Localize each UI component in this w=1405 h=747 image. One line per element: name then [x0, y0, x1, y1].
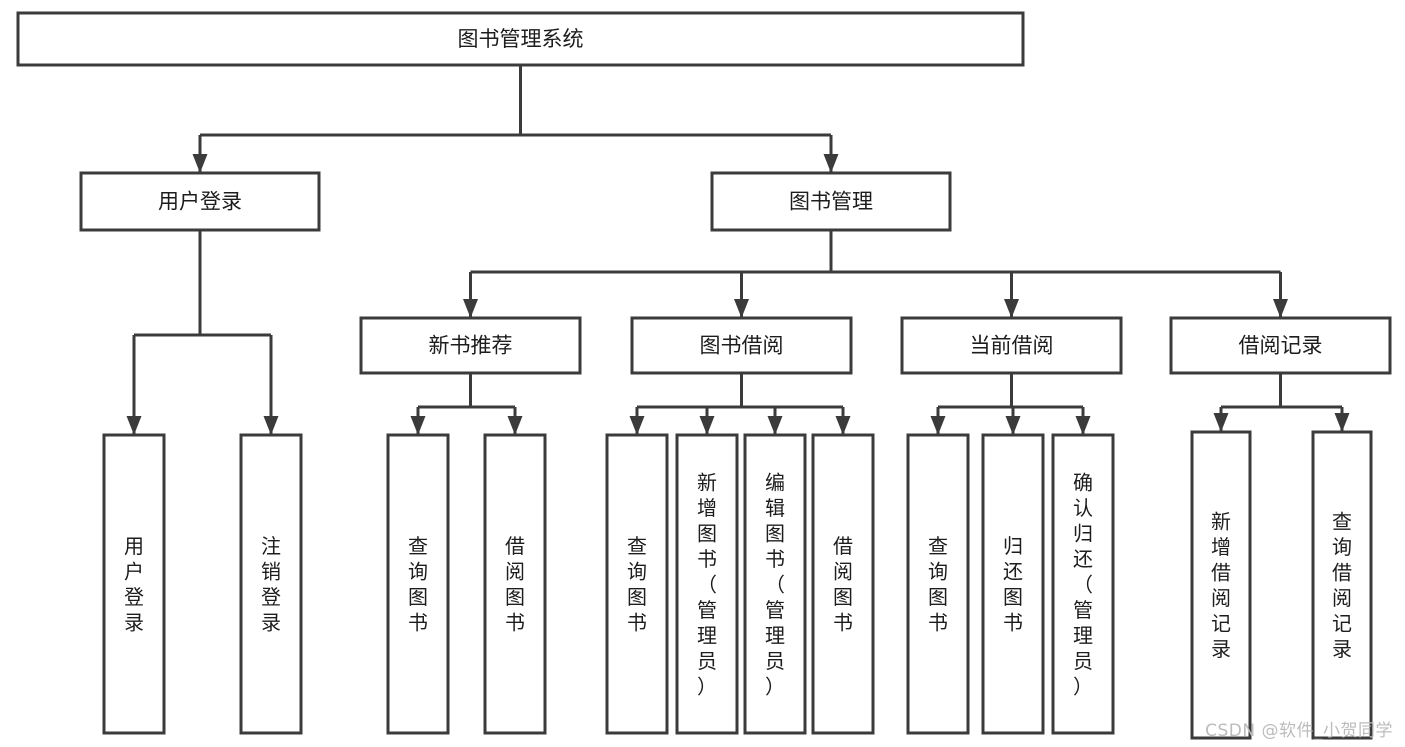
- arrow-head-icon: [1213, 413, 1229, 432]
- node-box: [16, 11, 1025, 67]
- node-query-borrow-record[interactable]: 查询借阅记录: [1311, 430, 1373, 740]
- node-box: [710, 171, 952, 232]
- node-label: 借阅图书: [505, 534, 525, 635]
- arrow-head-icon: [734, 299, 749, 318]
- node-book-management[interactable]: 图书管理: [710, 171, 952, 232]
- node-confirm-return-admin[interactable]: 确认归还（管理员）: [1051, 433, 1115, 735]
- node-box: [386, 433, 450, 735]
- node-box: [239, 433, 303, 735]
- node-label: 查询借阅记录: [1332, 510, 1352, 662]
- node-add-book-admin[interactable]: 新增图书（管理员）: [675, 433, 739, 735]
- arrow-head-icon: [1004, 299, 1019, 318]
- node-user-login-leaf[interactable]: 用户登录: [102, 433, 166, 735]
- node-box: [811, 433, 875, 735]
- node-root[interactable]: 图书管理系统: [16, 11, 1025, 67]
- node-label: 图书管理: [789, 190, 873, 214]
- node-query-book-1[interactable]: 查询图书: [386, 433, 450, 735]
- node-box: [605, 433, 669, 735]
- node-label: 查询图书: [627, 534, 647, 635]
- node-box: [359, 316, 582, 375]
- node-label: 新增借阅记录: [1211, 510, 1231, 662]
- node-box: [630, 316, 853, 375]
- node-add-borrow-record[interactable]: 新增借阅记录: [1190, 430, 1252, 740]
- arrow-head-icon: [930, 416, 946, 435]
- node-user-logout-leaf[interactable]: 注销登录: [239, 433, 303, 735]
- node-book-borrow[interactable]: 图书借阅: [630, 316, 853, 375]
- node-current-borrow[interactable]: 当前借阅: [900, 316, 1123, 375]
- node-label: 图书借阅: [700, 334, 784, 358]
- arrow-head-icon: [463, 299, 478, 318]
- arrow-head-icon: [1075, 416, 1091, 435]
- node-label: 注销登录: [261, 534, 281, 635]
- node-box: [1190, 430, 1252, 740]
- node-box: [1311, 430, 1373, 740]
- arrow-head-icon: [629, 416, 645, 435]
- node-borrow-book-2[interactable]: 借阅图书: [811, 433, 875, 735]
- node-label: 借阅记录: [1239, 334, 1323, 358]
- node-label: 当前借阅: [970, 334, 1054, 358]
- node-label: 用户登录: [158, 190, 242, 214]
- arrow-head-icon: [126, 416, 142, 435]
- node-label: 图书管理系统: [458, 27, 584, 51]
- node-label: 借阅图书: [833, 534, 853, 635]
- node-edit-book-admin[interactable]: 编辑图书（管理员）: [743, 433, 807, 735]
- node-label: 归还图书: [1003, 534, 1023, 635]
- node-box: [483, 433, 547, 735]
- node-label: 用户登录: [124, 534, 144, 635]
- node-label: 新书推荐: [429, 334, 513, 358]
- node-borrow-book-1[interactable]: 借阅图书: [483, 433, 547, 735]
- arrow-head-icon: [767, 416, 783, 435]
- node-box: [79, 171, 321, 232]
- edges-layer: [126, 65, 1350, 435]
- node-box: [981, 433, 1045, 735]
- node-user-login[interactable]: 用户登录: [79, 171, 321, 232]
- arrow-head-icon: [1273, 299, 1288, 318]
- arrow-head-icon: [823, 154, 839, 173]
- arrow-head-icon: [263, 416, 279, 435]
- node-box: [743, 433, 807, 735]
- arrow-head-icon: [507, 416, 523, 435]
- node-box: [102, 433, 166, 735]
- arrow-head-icon: [1334, 413, 1350, 432]
- node-label: 查询图书: [408, 534, 428, 635]
- node-box: [900, 316, 1123, 375]
- node-query-book-2[interactable]: 查询图书: [605, 433, 669, 735]
- arrow-head-icon: [410, 416, 426, 435]
- node-return-book[interactable]: 归还图书: [981, 433, 1045, 735]
- node-borrow-records[interactable]: 借阅记录: [1169, 316, 1392, 375]
- arrow-head-icon: [699, 416, 715, 435]
- node-label: 确认归还（管理员）: [1073, 470, 1093, 698]
- node-query-book-3[interactable]: 查询图书: [906, 433, 970, 735]
- node-box: [1169, 316, 1392, 375]
- node-label: 编辑图书（管理员）: [765, 470, 785, 698]
- node-box: [1051, 433, 1115, 735]
- arrow-head-icon: [192, 154, 208, 173]
- node-box: [675, 433, 739, 735]
- nodes-layer: 图书管理系统用户登录用户登录注销登录图书管理新书推荐查询图书借阅图书图书借阅查询…: [16, 11, 1392, 740]
- node-label: 查询图书: [928, 534, 948, 635]
- node-label: 新增图书（管理员）: [697, 470, 717, 698]
- node-box: [906, 433, 970, 735]
- arrow-head-icon: [835, 416, 851, 435]
- arrow-head-icon: [1005, 416, 1021, 435]
- node-new-book-recommend[interactable]: 新书推荐: [359, 316, 582, 375]
